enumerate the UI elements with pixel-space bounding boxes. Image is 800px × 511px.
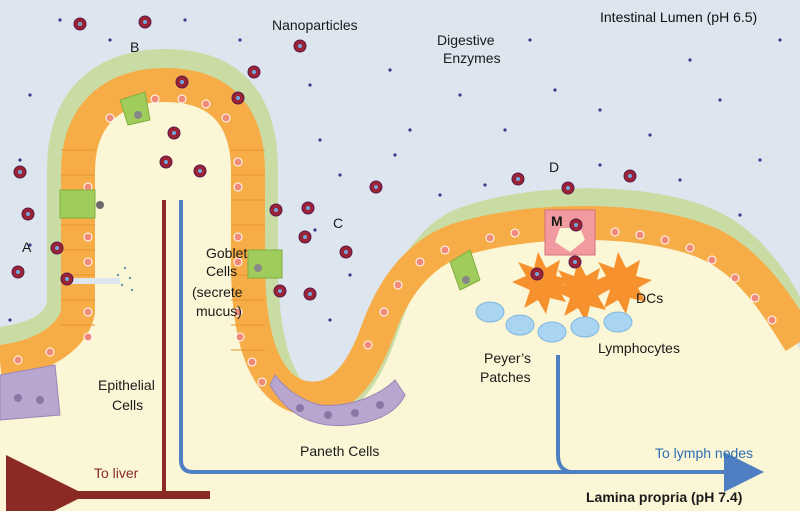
marker-d: D xyxy=(549,159,559,175)
released-particles xyxy=(116,266,134,292)
lamina-label: Lamina propria (pH 7.4) xyxy=(586,489,742,505)
nanoparticles xyxy=(11,15,637,301)
marker-c: C xyxy=(333,215,343,231)
dendritic-cells xyxy=(512,252,652,322)
lymphocytes-label: Lymphocytes xyxy=(598,340,680,356)
cell-borders xyxy=(61,149,265,351)
to-lymph-label: To lymph nodes xyxy=(655,445,753,461)
m-cell-label: M xyxy=(551,213,563,229)
nanoparticles-label: Nanoparticles xyxy=(272,17,358,33)
lymph-route-branch xyxy=(556,355,571,474)
goblet-label-2: Cells xyxy=(206,263,237,279)
enterocyte-nuclei xyxy=(13,94,777,387)
marker-b: B xyxy=(130,39,139,55)
digestive-label-2: Enzymes xyxy=(443,50,501,66)
goblet-cells xyxy=(59,91,481,291)
m-cell xyxy=(544,209,596,256)
paneth-label: Paneth Cells xyxy=(300,443,379,459)
goblet-label-1: Goblet xyxy=(206,245,247,261)
to-liver-label: To liver xyxy=(94,465,139,481)
paracellular-gap xyxy=(70,278,120,284)
paneth-cells xyxy=(0,364,406,427)
lumen-label: Intestinal Lumen (pH 6.5) xyxy=(600,9,757,25)
marker-a: A xyxy=(22,239,32,255)
peyers-label-2: Patches xyxy=(480,369,531,385)
epithelium-band xyxy=(0,68,800,416)
goblet-label-3: (secrete xyxy=(192,284,243,300)
epithelial-label-2: Cells xyxy=(112,397,143,413)
peyers-label-1: Peyer’s xyxy=(484,350,531,366)
dcs-label: DCs xyxy=(636,290,663,306)
epithelial-label-1: Epithelial xyxy=(98,377,155,393)
digestive-label-1: Digestive xyxy=(437,32,495,48)
lymphocytes xyxy=(475,301,633,343)
goblet-label-4: mucus) xyxy=(196,303,242,319)
digestive-enzymes xyxy=(8,18,782,322)
lymph-route-line xyxy=(179,200,764,492)
